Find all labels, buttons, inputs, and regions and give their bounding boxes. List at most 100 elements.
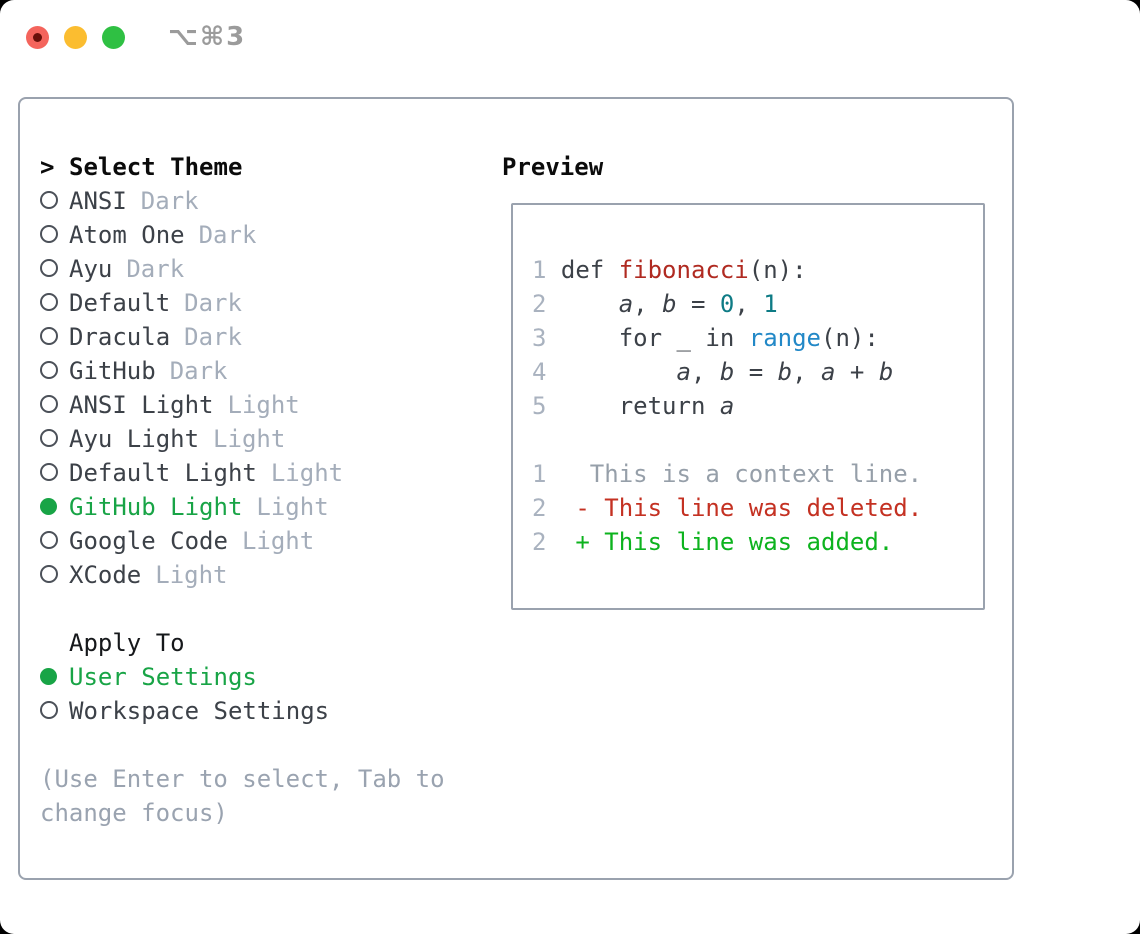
preview-line-2: 2 a, b = 0, 1	[532, 287, 983, 321]
variant-tag: Light	[227, 391, 300, 419]
line-number: 1	[532, 256, 547, 284]
traffic-lights	[26, 26, 125, 49]
radio-icon	[40, 354, 69, 388]
preview-line-3: 3 for _ in range(n):	[532, 321, 983, 355]
line-number: 3	[532, 324, 547, 352]
preview-header: Preview	[502, 153, 604, 181]
theme-option-google-code[interactable]: Google Code Light	[40, 524, 343, 558]
code-segment: range	[748, 324, 821, 352]
theme-option-ansi-light[interactable]: ANSI Light Light	[40, 388, 343, 422]
option-label: ANSI Light	[69, 391, 214, 419]
code-segment: 0	[719, 290, 735, 318]
code-segment: ,	[690, 358, 720, 386]
code-segment: b	[777, 358, 793, 386]
variant-tag: Dark	[169, 357, 228, 385]
code-segment: (n):	[821, 324, 879, 352]
zoom-button[interactable]	[102, 26, 125, 49]
apply-to-label: Apply To	[69, 629, 185, 657]
option-label: Ayu	[69, 255, 113, 283]
radio-icon	[40, 252, 69, 286]
preview-line-8: 2 - This line was deleted.	[532, 491, 983, 525]
radio-selected-icon	[40, 660, 69, 694]
code-segment: for _ in	[546, 324, 749, 352]
code-segment: ,	[633, 290, 663, 318]
apply-option-user-settings[interactable]: User Settings	[40, 660, 329, 694]
theme-option-default-light[interactable]: Default Light Light	[40, 456, 343, 490]
code-segment: +	[835, 358, 879, 386]
radio-icon	[40, 286, 69, 320]
code-segment: b	[878, 358, 894, 386]
variant-tag: Light	[270, 459, 344, 487]
code-segment: (n):	[748, 256, 807, 284]
preview-line-4: 4 a, b = b, a + b	[532, 355, 983, 389]
code-segment: def	[546, 256, 619, 284]
option-label: Dracula	[69, 323, 171, 351]
radio-icon	[40, 388, 69, 422]
preview-line-9: 2 + This line was added.	[532, 525, 983, 559]
code-segment: a	[676, 358, 691, 386]
option-label: Default Light	[69, 459, 257, 487]
theme-option-github[interactable]: GitHub Dark	[40, 354, 343, 388]
code-segment: ,	[792, 358, 822, 386]
option-label: GitHub Light	[69, 493, 243, 521]
code-segment: return	[546, 392, 720, 420]
radio-icon	[40, 694, 69, 728]
code-segment: a	[618, 290, 634, 318]
option-label: GitHub	[69, 357, 156, 385]
code-segment: 1	[763, 290, 778, 318]
theme-option-ayu[interactable]: Ayu Dark	[40, 252, 343, 286]
close-button[interactable]	[26, 26, 49, 49]
theme-option-github-light[interactable]: GitHub Light Light	[40, 490, 343, 524]
radio-icon	[40, 320, 69, 354]
radio-icon	[40, 184, 69, 218]
code-segment	[546, 290, 618, 318]
code-segment	[546, 358, 676, 386]
code-segment: - This line was deleted.	[575, 494, 923, 522]
code-segment: ,	[734, 290, 764, 318]
option-label: Google Code	[69, 527, 228, 555]
code-segment: b	[662, 290, 677, 318]
theme-option-ansi[interactable]: ANSI Dark	[40, 184, 343, 218]
code-segment: This is a context line.	[546, 460, 923, 488]
variant-tag: Light	[256, 493, 329, 521]
line-number: 5	[532, 392, 547, 420]
variant-tag: Dark	[140, 187, 199, 215]
radio-selected-icon	[40, 490, 69, 524]
code-segment: a	[719, 392, 735, 420]
titlebar: ⌥⌘3	[0, 0, 1140, 74]
apply-option-workspace-settings[interactable]: Workspace Settings	[40, 694, 329, 728]
select-theme-header: >Select Theme	[40, 150, 343, 184]
line-number: 2	[532, 494, 547, 522]
radio-icon	[40, 524, 69, 558]
preview-line-5: 5 return a	[532, 389, 983, 423]
line-number: 1	[532, 460, 547, 488]
line-number: 4	[532, 358, 547, 386]
code-segment: a	[821, 358, 836, 386]
apply-to-header: Apply To	[40, 626, 329, 660]
preview-line-6	[532, 423, 983, 457]
option-label: ANSI	[69, 187, 127, 215]
variant-tag: Dark	[126, 255, 185, 283]
minimize-button[interactable]	[64, 26, 87, 49]
help-text: (Use Enter to select, Tab to change focu…	[40, 765, 445, 827]
code-segment: fibonacci	[618, 256, 749, 284]
radio-icon	[40, 422, 69, 456]
radio-icon	[40, 558, 69, 592]
variant-tag: Dark	[184, 323, 242, 351]
variant-tag: Light	[241, 527, 315, 555]
prompt-icon: >	[40, 153, 55, 181]
code-segment: b	[719, 358, 735, 386]
theme-option-dracula[interactable]: Dracula Dark	[40, 320, 343, 354]
variant-tag: Dark	[184, 289, 242, 317]
preview-line-1: 1 def fibonacci(n):	[532, 253, 983, 287]
code-segment	[546, 528, 575, 556]
code-segment: =	[676, 290, 720, 318]
